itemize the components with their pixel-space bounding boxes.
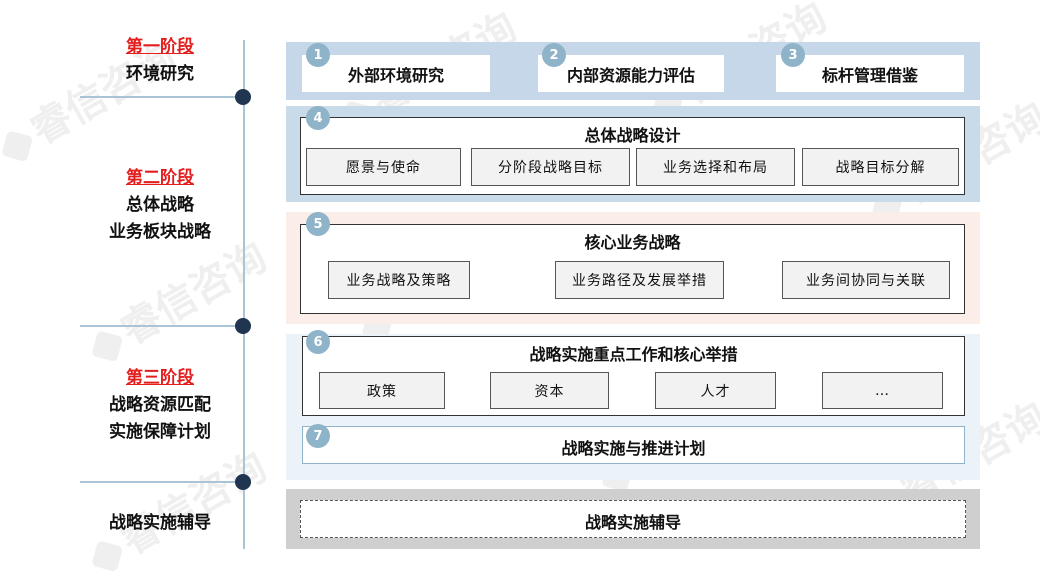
- stage-3-line: 实施保障计划: [109, 422, 211, 442]
- step-5-frame: 核心业务战略 业务战略及策略 业务路径及发展举措 业务间协同与关联: [300, 224, 965, 314]
- step-6-item: 人才: [655, 372, 776, 409]
- stage-2: 第二阶段 总体战略 业务板块战略: [80, 165, 240, 246]
- stage-2-line: 总体战略: [126, 195, 194, 215]
- timeline-node: [235, 474, 251, 490]
- timeline-node: [235, 318, 251, 334]
- step-6-badge: 6: [306, 330, 330, 354]
- coaching-frame: 战略实施辅导: [300, 500, 966, 538]
- step-5-item: 业务间协同与关联: [782, 261, 950, 299]
- step-4-title: 总体战略设计: [584, 126, 681, 145]
- step-3-badge: 3: [781, 43, 805, 67]
- step-1-box: 外部环境研究: [302, 55, 490, 92]
- step-6-frame: 战略实施重点工作和核心举措 政策 资本 人才 …: [302, 336, 965, 416]
- timeline-divider: [80, 96, 243, 98]
- step-4-item: 愿景与使命: [306, 148, 461, 186]
- timeline-node: [235, 89, 251, 105]
- step-7-badge: 7: [306, 424, 330, 448]
- coaching-band: 战略实施辅导: [286, 489, 980, 549]
- step-2-label: 内部资源能力评估: [566, 65, 695, 85]
- timeline-vertical-line: [243, 333, 245, 476]
- step-7-frame: 战略实施与推进计划: [302, 426, 965, 464]
- stage-3: 第三阶段 战略资源匹配 实施保障计划: [80, 365, 240, 446]
- resource-band: 战略实施重点工作和核心举措 政策 资本 人才 … 战略实施与推进计划: [286, 334, 980, 480]
- timeline-divider: [80, 325, 243, 327]
- stage-2-title: 第二阶段: [126, 168, 194, 188]
- step-6-title: 战略实施重点工作和核心举措: [529, 345, 738, 364]
- step-4-badge: 4: [306, 106, 330, 130]
- stage-1-line: 环境研究: [126, 64, 194, 84]
- step-6-item: …: [822, 372, 943, 409]
- coaching-label: 战略实施辅导: [584, 513, 681, 532]
- overall-strategy-band: 总体战略设计 愿景与使命 分阶段战略目标 业务选择和布局 战略目标分解: [286, 106, 980, 202]
- step-7-label: 战略实施与推进计划: [561, 439, 706, 458]
- step-5-item: 业务战略及策略: [328, 261, 470, 299]
- step-2-badge: 2: [542, 43, 566, 67]
- step-3-label: 标杆管理借鉴: [821, 65, 918, 85]
- stage-4-line: 战略实施辅导: [109, 513, 211, 533]
- watermark: 睿信咨询: [78, 225, 275, 372]
- stage-3-line: 战略资源匹配: [109, 395, 211, 415]
- timeline-vertical-line: [243, 40, 245, 92]
- step-5-badge: 5: [306, 212, 330, 236]
- step-4-item: 分阶段战略目标: [471, 148, 630, 186]
- stage-4: 战略实施辅导: [80, 510, 240, 537]
- timeline-vertical-line: [243, 489, 245, 549]
- step-2-box: 内部资源能力评估: [538, 55, 724, 92]
- stage-1-title: 第一阶段: [126, 37, 194, 57]
- step-6-item: 资本: [490, 372, 609, 409]
- stage-1: 第一阶段 环境研究: [80, 34, 240, 88]
- timeline-vertical-line: [243, 105, 245, 320]
- step-4-frame: 总体战略设计 愿景与使命 分阶段战略目标 业务选择和布局 战略目标分解: [300, 117, 965, 195]
- timeline-divider: [80, 481, 243, 483]
- research-band: 外部环境研究 内部资源能力评估 标杆管理借鉴: [286, 42, 980, 100]
- step-1-label: 外部环境研究: [347, 65, 444, 85]
- core-business-band: 核心业务战略 业务战略及策略 业务路径及发展举措 业务间协同与关联: [286, 212, 980, 324]
- watermark: 睿信咨询: [78, 435, 275, 582]
- step-3-box: 标杆管理借鉴: [776, 55, 964, 92]
- stage-3-title: 第三阶段: [126, 368, 194, 388]
- step-6-item: 政策: [319, 372, 445, 409]
- step-5-title: 核心业务战略: [584, 233, 681, 252]
- step-4-item: 业务选择和布局: [636, 148, 795, 186]
- step-4-item: 战略目标分解: [802, 148, 959, 186]
- step-5-item: 业务路径及发展举措: [555, 261, 724, 299]
- step-1-badge: 1: [306, 43, 330, 67]
- stage-2-line: 业务板块战略: [109, 222, 211, 242]
